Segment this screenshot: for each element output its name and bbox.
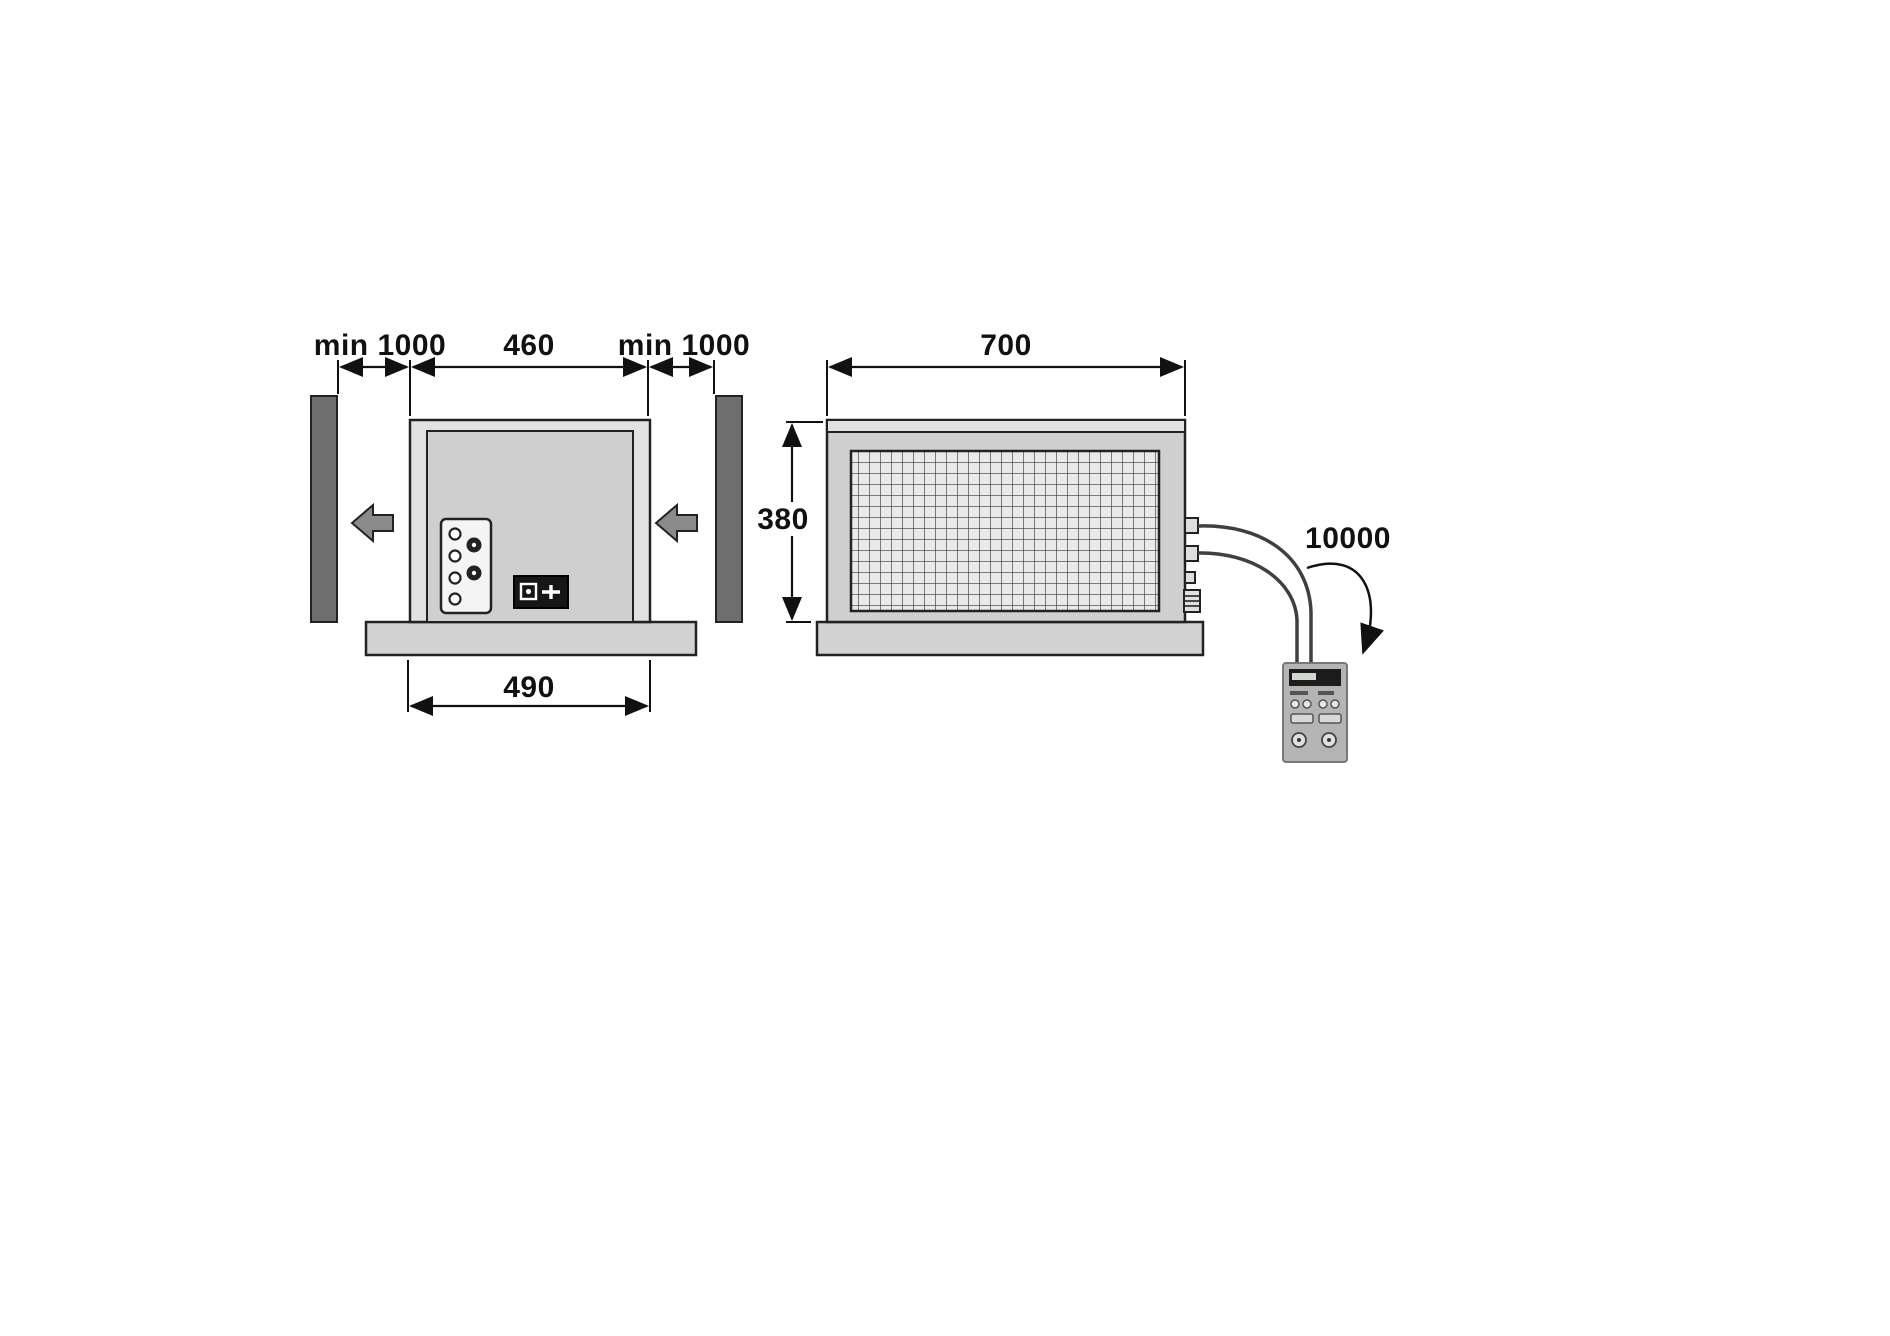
left-wall [310, 395, 338, 623]
remote-button-icon [1318, 713, 1342, 724]
remote-button-icon [1290, 713, 1314, 724]
side-unit-top-strip [826, 419, 1186, 433]
knob-dot-icon [471, 542, 477, 548]
remote-button-icon [1302, 699, 1312, 709]
remote-control [1282, 662, 1348, 763]
front-switch-box [513, 575, 569, 609]
dim-label-height: 380 [757, 503, 809, 536]
remote-button-glyph-icon [1327, 738, 1331, 742]
front-control-panel [439, 517, 493, 615]
side-view: 10000 700 380 [752, 329, 1391, 763]
connector-icon [1184, 545, 1199, 562]
indicator-icon [448, 571, 462, 585]
remote-button-glyph-icon [1297, 738, 1301, 742]
knob-dot-icon [471, 570, 477, 576]
indicator-icon [448, 592, 462, 606]
right-wall [715, 395, 743, 623]
remote-button-icon [1318, 699, 1328, 709]
switch-dot-icon [525, 588, 532, 595]
remote-cable [1197, 551, 1299, 664]
left-airflow-arrow-icon [350, 502, 394, 544]
front-base-slab [364, 620, 698, 657]
remote-cable [1197, 524, 1313, 664]
dim-label-base-width: 490 [503, 671, 555, 704]
dim-label-cable-length: 10000 [1305, 522, 1391, 555]
dim-label-unit-width: 460 [503, 329, 555, 362]
condenser-mesh-grille [849, 449, 1161, 613]
dim-label-backing [752, 502, 812, 536]
dim-label-depth: 700 [980, 329, 1032, 362]
remote-display-segment [1292, 673, 1316, 680]
remote-label-mark [1318, 691, 1334, 695]
dim-label-left-clearance: min 1000 [314, 329, 446, 362]
cable-length-arrow [1306, 562, 1384, 655]
connector-icon [1184, 571, 1196, 584]
front-view: min 1000 460 min 1000 490 [310, 329, 750, 717]
indicator-icon [448, 527, 462, 541]
remote-button-icon [1290, 699, 1300, 709]
switch-square-icon [519, 582, 538, 601]
indicator-icon [448, 549, 462, 563]
right-airflow-arrow-icon [654, 502, 698, 544]
connector-icon [1184, 517, 1199, 534]
remote-label-mark [1290, 691, 1308, 695]
side-base-slab [815, 620, 1205, 657]
remote-button-icon [1330, 699, 1340, 709]
dim-label-right-clearance: min 1000 [618, 329, 750, 362]
side-connectors [1183, 517, 1201, 613]
